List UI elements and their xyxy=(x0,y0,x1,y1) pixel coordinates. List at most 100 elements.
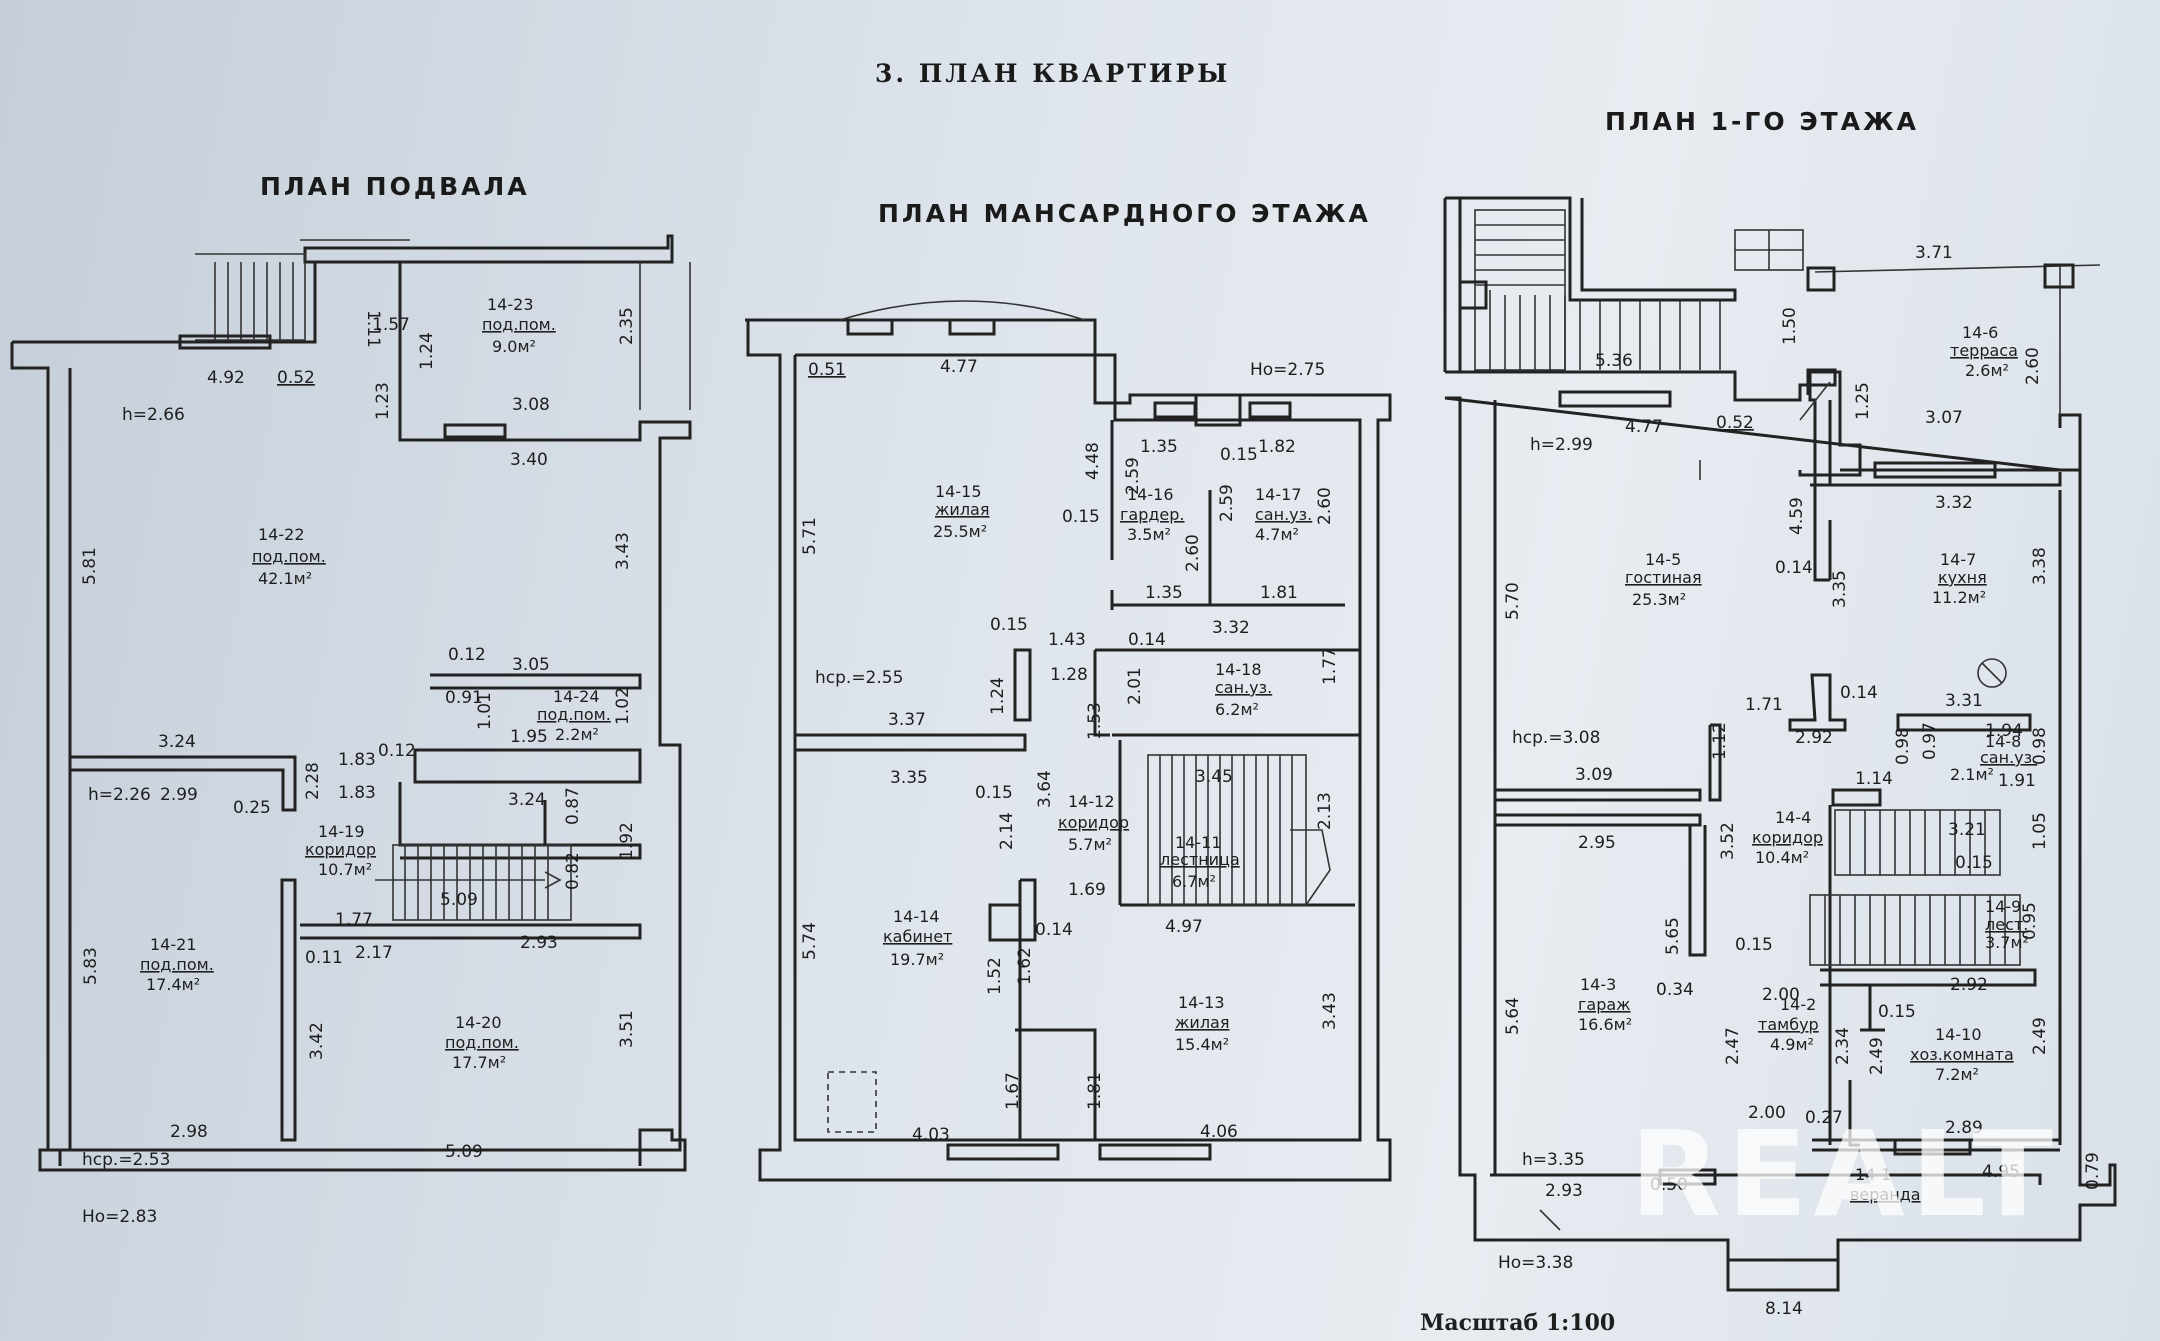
svg-text:3.38: 3.38 xyxy=(2030,547,2050,585)
basement-hcp-label: hср.=2.53 xyxy=(82,1150,170,1170)
basement-outer-wall xyxy=(10,260,692,1172)
attic-room-14-11: 14-11 лестница 6.7м² xyxy=(1160,833,1240,891)
svg-text:2.95: 2.95 xyxy=(1578,833,1616,853)
svg-text:2.34: 2.34 xyxy=(1833,1027,1853,1065)
svg-text:0.15: 0.15 xyxy=(1955,853,1993,873)
basement-room-14-24: 14-24 под.пом. 2.2м² xyxy=(537,687,611,744)
svg-text:1.43: 1.43 xyxy=(1048,630,1086,650)
first-floor-porch-step xyxy=(1726,1258,1840,1292)
first-floor-room-14-7: 14-7 кухня 11.2м² xyxy=(1932,550,1987,607)
svg-text:3.64: 3.64 xyxy=(1035,770,1055,808)
svg-text:1.94: 1.94 xyxy=(1985,721,2023,741)
svg-text:под.пом.: под.пом. xyxy=(252,547,326,566)
svg-text:под.пом.: под.пом. xyxy=(140,955,214,974)
svg-text:0.15: 0.15 xyxy=(975,783,1013,803)
first-floor-window xyxy=(1558,390,1672,408)
svg-text:2.92: 2.92 xyxy=(1950,975,1988,995)
svg-text:гардер.: гардер. xyxy=(1120,505,1185,524)
attic-outer-wall xyxy=(745,318,1392,1182)
svg-text:10.4м²: 10.4м² xyxy=(1755,848,1809,867)
svg-text:1.12: 1.12 xyxy=(1710,722,1730,760)
svg-text:14-2: 14-2 xyxy=(1780,995,1816,1014)
attic-ho-label: Hо=2.75 xyxy=(1250,360,1325,380)
svg-text:2.2м²: 2.2м² xyxy=(555,725,599,744)
sheet-title: 3. ПЛАН КВАРТИРЫ xyxy=(875,59,1230,88)
svg-text:1.50: 1.50 xyxy=(1780,307,1800,345)
svg-text:5.81: 5.81 xyxy=(80,547,100,585)
svg-text:25.3м²: 25.3м² xyxy=(1632,590,1686,609)
svg-text:2.28: 2.28 xyxy=(303,762,323,800)
svg-text:4.77: 4.77 xyxy=(1625,417,1663,437)
svg-text:1.14: 1.14 xyxy=(1855,769,1893,789)
svg-text:2.17: 2.17 xyxy=(355,943,393,963)
svg-text:14-19: 14-19 xyxy=(318,822,365,841)
svg-text:4.77: 4.77 xyxy=(940,357,978,377)
svg-text:5.64: 5.64 xyxy=(1503,997,1523,1035)
svg-text:жилая: жилая xyxy=(935,500,989,519)
svg-text:0.15: 0.15 xyxy=(1735,935,1773,955)
first-floor-door-swings xyxy=(1539,381,1831,1231)
svg-text:14-14: 14-14 xyxy=(893,907,940,926)
svg-text:3.5м²: 3.5м² xyxy=(1127,525,1171,544)
svg-text:2.93: 2.93 xyxy=(1545,1181,1583,1201)
attic-room-14-16: 14-16 гардер. 3.5м² xyxy=(1120,485,1185,544)
basement-interior-walls xyxy=(70,673,642,1142)
svg-text:кухня: кухня xyxy=(1938,568,1987,587)
svg-text:14-17: 14-17 xyxy=(1255,485,1302,504)
attic-window xyxy=(948,318,996,336)
svg-text:0.15: 0.15 xyxy=(1878,1002,1916,1022)
svg-text:1.23: 1.23 xyxy=(373,382,393,420)
svg-text:0.79: 0.79 xyxy=(2083,1152,2103,1190)
svg-text:кабинет: кабинет xyxy=(883,927,952,946)
svg-text:1.11: 1.11 xyxy=(363,310,383,348)
svg-text:хоз.комната: хоз.комната xyxy=(1910,1045,2014,1064)
svg-text:терраса: терраса xyxy=(1950,341,2018,360)
svg-text:14-9: 14-9 xyxy=(1985,897,2021,916)
svg-text:2.35: 2.35 xyxy=(617,307,637,345)
svg-text:0.52: 0.52 xyxy=(1716,413,1754,433)
svg-text:0.14: 0.14 xyxy=(1035,920,1073,940)
attic-window xyxy=(1153,401,1197,419)
attic-room-14-17: 14-17 сан.уз. 4.7м² xyxy=(1255,485,1312,544)
svg-text:9.0м²: 9.0м² xyxy=(492,337,536,356)
svg-text:0.34: 0.34 xyxy=(1656,980,1694,1000)
svg-text:2.60: 2.60 xyxy=(1315,487,1335,525)
svg-text:3.51: 3.51 xyxy=(617,1010,637,1048)
svg-text:4.59: 4.59 xyxy=(1787,497,1807,535)
svg-text:сан.уз.: сан.уз. xyxy=(1980,748,2037,767)
svg-text:1.77: 1.77 xyxy=(1320,647,1340,685)
svg-text:14-13: 14-13 xyxy=(1178,993,1225,1012)
svg-text:2.98: 2.98 xyxy=(170,1122,208,1142)
svg-text:коридор: коридор xyxy=(1058,813,1129,832)
first-floor-room-14-4: 14-4 коридор 10.4м² xyxy=(1752,808,1823,867)
svg-text:2.00: 2.00 xyxy=(1748,1103,1786,1123)
attic-hatch xyxy=(827,1071,877,1133)
svg-text:0.97: 0.97 xyxy=(1920,722,1940,760)
basement-dimensions: 4.92 0.52 1.11 1.57 1.24 1.23 3.08 2.35 … xyxy=(80,307,637,1162)
svg-text:0.12: 0.12 xyxy=(448,645,486,665)
svg-text:коридор: коридор xyxy=(305,840,376,859)
svg-text:3.43: 3.43 xyxy=(1320,992,1340,1030)
basement-ho-label: Hо=2.83 xyxy=(82,1207,157,1227)
svg-text:10.7м²: 10.7м² xyxy=(318,860,372,879)
svg-text:0.98: 0.98 xyxy=(1893,727,1913,765)
first-floor-entry-stair xyxy=(1474,209,1804,371)
svg-text:14-10: 14-10 xyxy=(1935,1025,1982,1044)
attic-title: ПЛАН МАНСАРДНОГО ЭТАЖА xyxy=(878,199,1371,228)
scale-label: Масштаб 1:100 xyxy=(1420,1310,1615,1336)
first-floor-window xyxy=(1873,461,1997,479)
first-floor-hcp-label: hср.=3.08 xyxy=(1512,728,1600,748)
attic-room-14-15: 14-15 жилая 25.5м² xyxy=(933,482,989,541)
first-floor-room-14-8: 14-8 сан.уз. 2.1м² xyxy=(1950,732,2037,784)
svg-text:3.32: 3.32 xyxy=(1212,618,1250,638)
first-floor-height-label: h=2.99 xyxy=(1530,435,1593,455)
svg-text:0.15: 0.15 xyxy=(990,615,1028,635)
basement-room-14-21: 14-21 под.пом. 17.4м² xyxy=(140,935,214,994)
svg-text:3.7м²: 3.7м² xyxy=(1985,933,2029,952)
svg-text:2.89: 2.89 xyxy=(1945,1118,1983,1138)
attic-room-14-18: 14-18 сан.уз. 6.2м² xyxy=(1215,660,1272,719)
svg-text:0.14: 0.14 xyxy=(1128,630,1166,650)
svg-text:2.01: 2.01 xyxy=(1125,667,1145,705)
first-floor-room-14-9: 14-9 лест. 3.7м² xyxy=(1985,897,2029,952)
first-floor-room-14-6: 14-6 терраса 2.6м² xyxy=(1950,323,2018,380)
